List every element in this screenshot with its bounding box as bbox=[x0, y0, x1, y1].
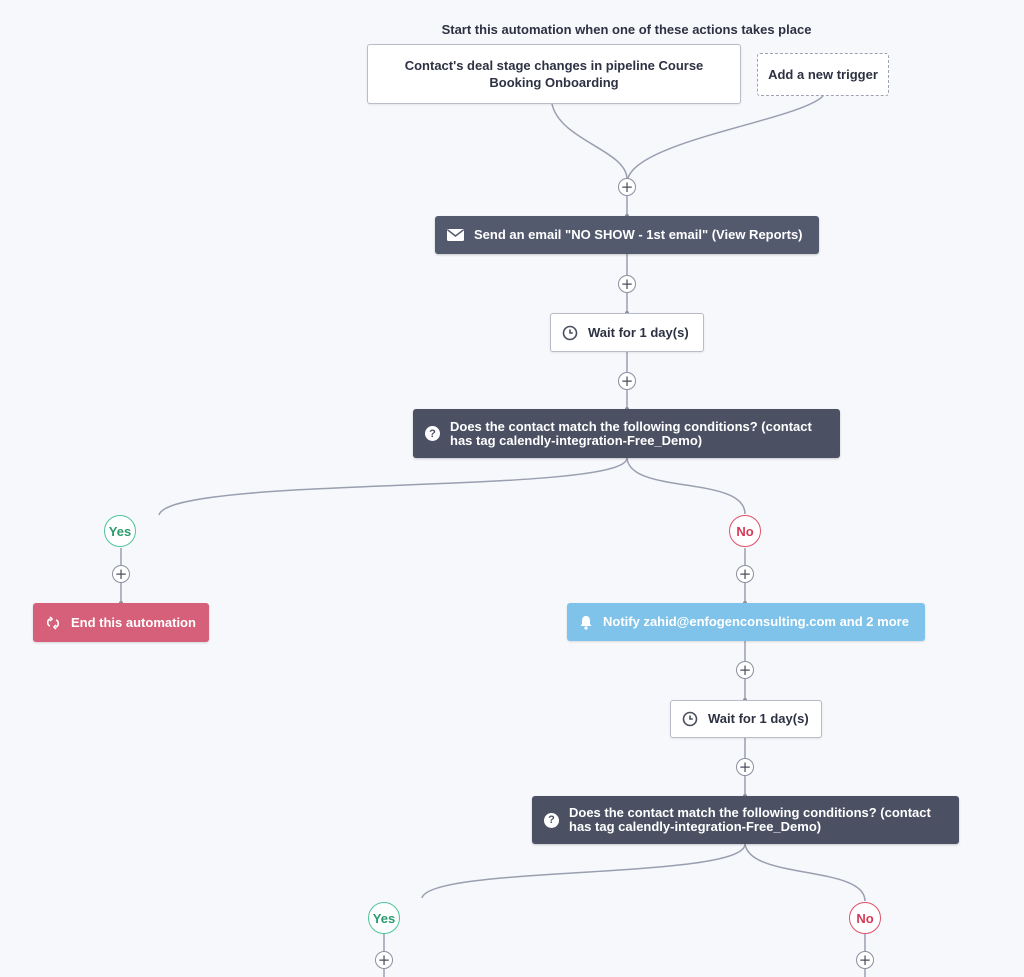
trigger-heading: Start this automation when one of these … bbox=[441, 22, 812, 37]
bell-icon bbox=[579, 615, 593, 630]
wait-label: Wait for 1 day(s) bbox=[708, 711, 809, 726]
connector-trigger-to-plus bbox=[551, 103, 628, 179]
add-step-button[interactable]: + bbox=[856, 951, 874, 969]
branch-no-badge[interactable]: No bbox=[849, 902, 881, 934]
wait-step[interactable]: Wait for 1 day(s) bbox=[550, 313, 704, 352]
add-step-button[interactable]: + bbox=[736, 758, 754, 776]
connector-addtrigger-to-plus bbox=[627, 95, 824, 179]
wait-step[interactable]: Wait for 1 day(s) bbox=[670, 700, 822, 738]
clock-icon bbox=[562, 325, 578, 341]
trigger-node[interactable]: Contact's deal stage changes in pipeline… bbox=[367, 44, 741, 104]
trigger-label: Contact's deal stage changes in pipeline… bbox=[404, 58, 704, 90]
connector-condition1-yes bbox=[158, 457, 628, 516]
clock-icon bbox=[682, 711, 698, 727]
condition-label: Does the contact match the following con… bbox=[450, 418, 812, 448]
connector-condition1-no bbox=[626, 457, 746, 515]
add-step-button[interactable]: + bbox=[112, 565, 130, 583]
end-automation-label: End this automation bbox=[71, 614, 196, 630]
envelope-icon bbox=[447, 229, 464, 241]
send-email-label: Send an email "NO SHOW - 1st email" (Vie… bbox=[474, 227, 803, 242]
question-circle-icon: ? bbox=[544, 812, 559, 828]
notify-label: Notify zahid@enfogenconsulting.com and 2… bbox=[603, 614, 909, 629]
wait-label: Wait for 1 day(s) bbox=[588, 324, 689, 340]
branch-no-badge[interactable]: No bbox=[729, 515, 761, 547]
branch-yes-badge[interactable]: Yes bbox=[368, 902, 400, 934]
condition-step[interactable]: ? Does the contact match the following c… bbox=[532, 796, 959, 844]
condition-step[interactable]: ? Does the contact match the following c… bbox=[413, 409, 840, 458]
connector-condition2-no bbox=[744, 843, 866, 902]
add-trigger-button[interactable]: Add a new trigger bbox=[757, 53, 889, 96]
exit-arrows-icon bbox=[45, 615, 61, 630]
add-step-button[interactable]: + bbox=[618, 275, 636, 293]
notify-step[interactable]: Notify zahid@enfogenconsulting.com and 2… bbox=[567, 603, 925, 641]
condition-label: Does the contact match the following con… bbox=[569, 805, 931, 834]
add-step-button[interactable]: + bbox=[375, 951, 393, 969]
end-automation-step[interactable]: End this automation bbox=[33, 603, 209, 642]
add-step-button[interactable]: + bbox=[736, 565, 754, 583]
add-step-button[interactable]: + bbox=[736, 661, 754, 679]
add-trigger-label: Add a new trigger bbox=[768, 67, 878, 82]
connector-condition2-yes bbox=[421, 843, 746, 899]
add-step-button[interactable]: + bbox=[618, 372, 636, 390]
branch-yes-badge[interactable]: Yes bbox=[104, 515, 136, 547]
add-step-button[interactable]: + bbox=[618, 178, 636, 196]
question-circle-icon: ? bbox=[425, 426, 440, 441]
send-email-action[interactable]: Send an email "NO SHOW - 1st email" (Vie… bbox=[435, 216, 819, 254]
